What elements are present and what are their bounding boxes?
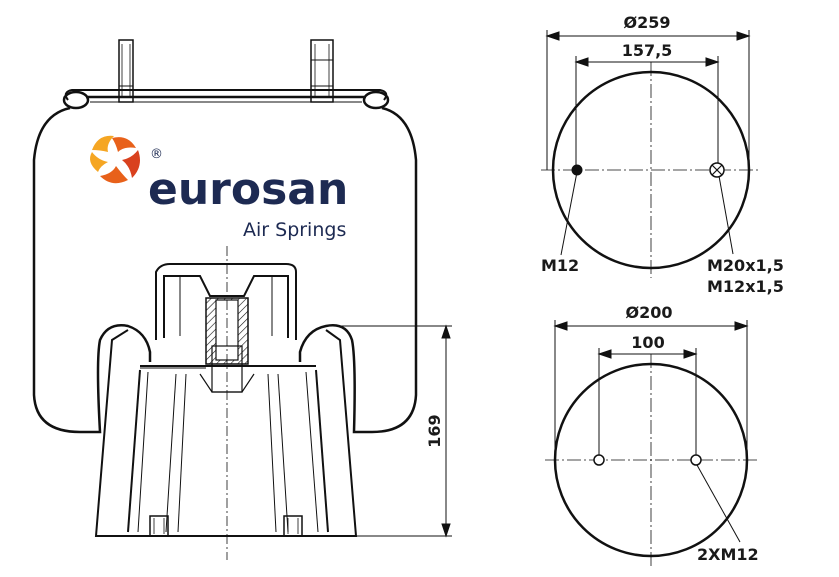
bottom-nut-right	[283, 515, 303, 537]
piston-body	[94, 329, 358, 537]
top-right-hole-label-1: M20x1,5	[707, 256, 784, 275]
bottom-view	[545, 320, 757, 566]
side-view	[32, 39, 452, 560]
registered-mark: ®	[150, 147, 163, 162]
height-label: 169	[425, 414, 444, 447]
bottom-left-hole	[593, 454, 605, 466]
bottom-diameter-label: Ø200	[626, 303, 673, 322]
bottom-nut-left	[149, 515, 169, 537]
brand-tagline: Air Springs	[243, 219, 346, 241]
bottom-right-hole	[690, 454, 702, 466]
bottom-spacing-label: 100	[631, 333, 664, 352]
top-spacing-label: 157,5	[622, 41, 673, 60]
top-stud-left	[118, 39, 134, 103]
brand-logo: ® eurosan Air Springs	[90, 135, 348, 241]
top-view	[541, 30, 761, 278]
bottom-hole-label: 2XM12	[697, 545, 759, 564]
top-right-hole-label-2: M12x1,5	[707, 277, 784, 296]
top-left-hole	[571, 164, 583, 176]
top-left-hole-label: M12	[541, 256, 579, 275]
height-dimension	[340, 324, 452, 538]
top-right-hole	[709, 162, 725, 178]
top-bead-plate	[62, 89, 390, 110]
brand-name: eurosan	[148, 164, 348, 215]
top-stud-right	[310, 39, 334, 103]
bellow-outline	[32, 106, 418, 434]
piston-head	[155, 246, 297, 560]
brand-mark-icon	[90, 135, 140, 184]
top-diameter-label: Ø259	[624, 13, 671, 32]
